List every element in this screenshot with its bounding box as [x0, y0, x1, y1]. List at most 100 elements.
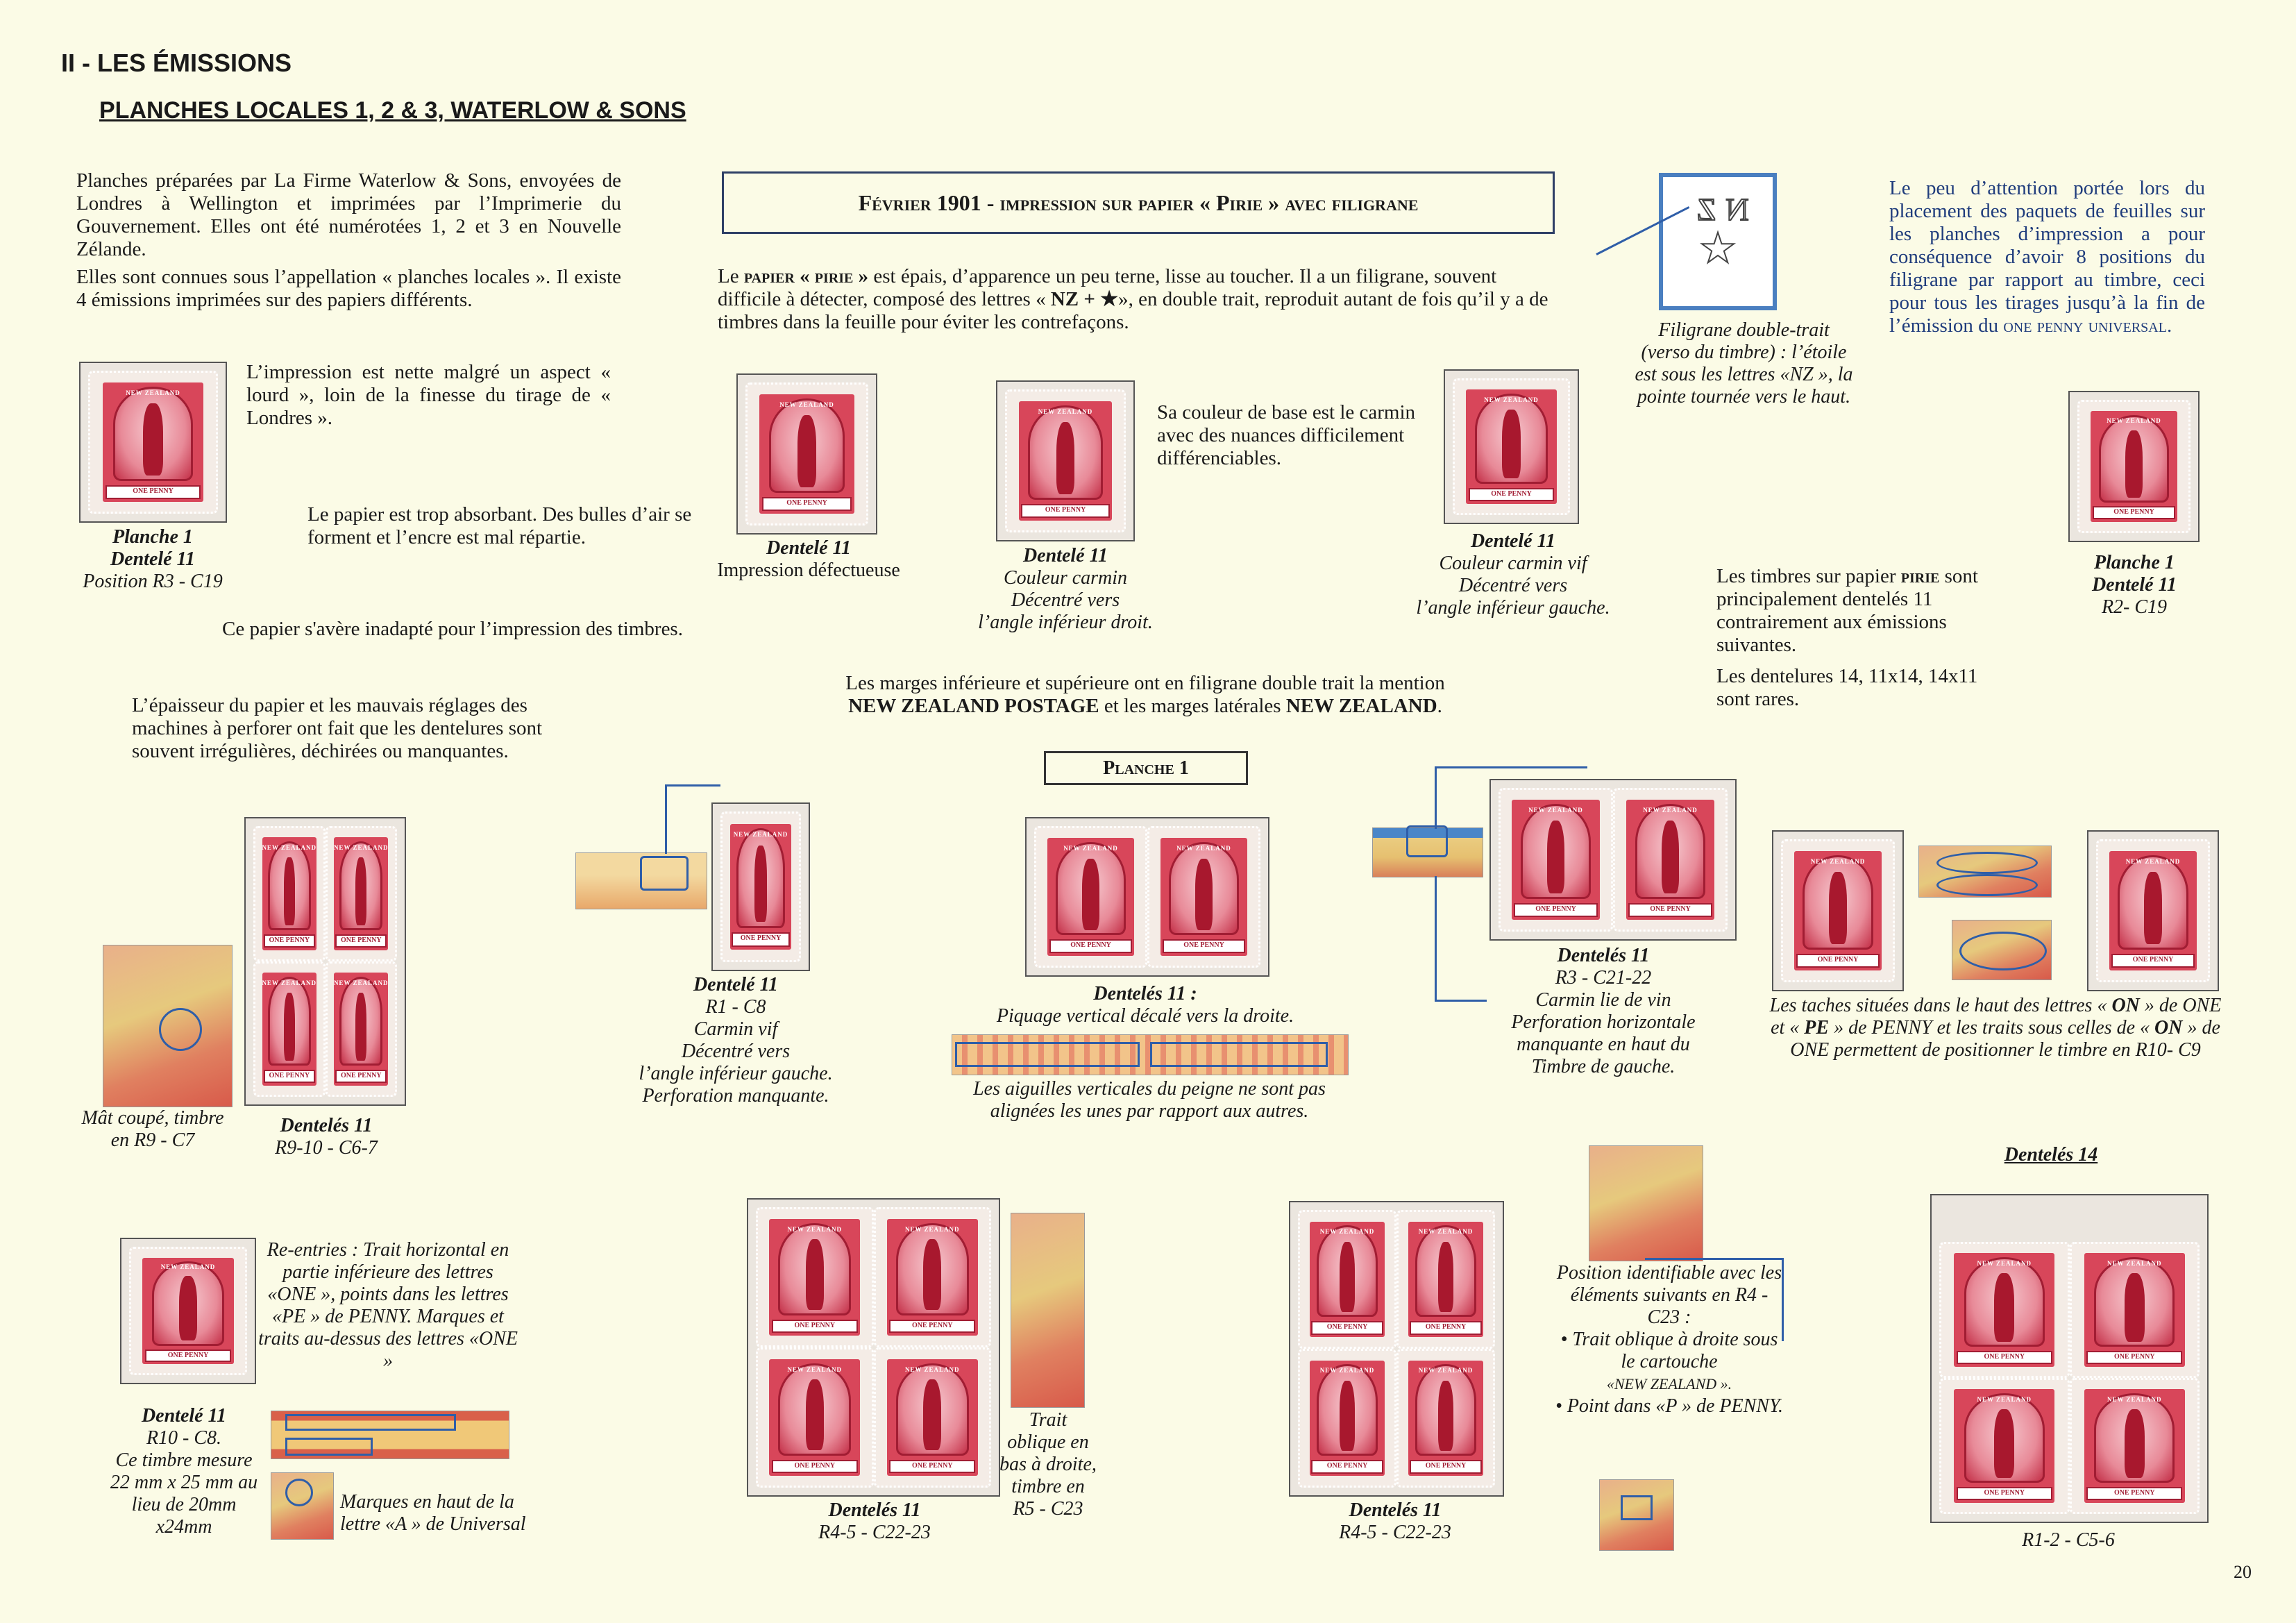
stamp-top-legend: NEW ZEALAND	[2107, 1395, 2162, 1403]
stamp-value-label: ONE PENNY	[761, 497, 852, 511]
stamp-value-label: ONE PENNY	[263, 934, 315, 948]
t: Les taches situées dans le haut des lett…	[1769, 995, 2112, 1016]
c: Décentré vers	[1011, 589, 1120, 611]
letter-a-detail	[271, 1472, 334, 1540]
point-p-detail	[1599, 1479, 1674, 1551]
t: .	[1437, 695, 1442, 717]
stamp-value-label: ONE PENNY	[1021, 504, 1110, 518]
stamp-value-label: ONE PENNY	[889, 1459, 976, 1474]
stamp-value-label: ONE PENNY	[2092, 506, 2176, 520]
impression-text: L’impression est nette malgré un aspect …	[246, 361, 611, 429]
stamp-value-label: ONE PENNY	[1956, 1350, 2052, 1364]
stamp: NEW ZEALAND ONE PENNY	[1939, 1242, 2070, 1378]
stamp-top-legend: NEW ZEALAND	[733, 831, 788, 839]
stamp-top-legend: NEW ZEALAND	[904, 1365, 960, 1373]
perf-text: Les timbres sur papier pirie sont princi…	[1716, 565, 1994, 657]
t: Les marges inférieure et supérieure ont …	[845, 672, 1445, 694]
stamp-top-legend: NEW ZEALAND	[126, 389, 180, 396]
stamp-top-legend: NEW ZEALAND	[1063, 844, 1118, 852]
connector	[665, 784, 720, 787]
page-number: 20	[2234, 1562, 2252, 1582]
section-title-box: Février 1901 - impression sur papier « P…	[722, 171, 1555, 234]
c: l’angle inférieur gauche.	[639, 1063, 833, 1084]
c: Perforation manquante.	[642, 1085, 829, 1107]
page-subtitle: PLANCHES LOCALES 1, 2 & 3, WATERLOW & SO…	[99, 97, 686, 124]
epaisseur-text: L’épaisseur du papier et les mauvais rég…	[132, 694, 543, 762]
stamp-value-label: ONE PENNY	[2086, 1486, 2183, 1500]
stamp-value-label: ONE PENNY	[1410, 1460, 1482, 1474]
t: est épais, d’apparence un peu terne, lis…	[718, 265, 1497, 310]
pe-detail	[1952, 920, 2052, 980]
c: Dentelé 11	[141, 1405, 227, 1427]
connector	[1435, 766, 1587, 768]
c: R2- C19	[2101, 596, 2168, 618]
t: Le peu d’attention portée lors du placem…	[1889, 177, 2205, 337]
c: • Trait oblique à droite sous le cartouc…	[1560, 1329, 1778, 1372]
stamp: NEW ZEALAND ONE PENNY	[1005, 389, 1126, 532]
stamp-value-label: ONE PENNY	[335, 1069, 387, 1083]
stamp-value-label: ONE PENNY	[144, 1349, 232, 1362]
stamp-value-label: ONE PENNY	[771, 1459, 858, 1474]
cartouche-detail	[1589, 1145, 1703, 1261]
blue-note: Le peu d’attention portée lors du placem…	[1889, 177, 2205, 337]
t: Le	[718, 265, 744, 287]
position-caption: Position identifiable avec les éléments …	[1555, 1262, 1784, 1418]
c: Dentelés 11	[1349, 1499, 1442, 1521]
page-title: II - LES ÉMISSIONS	[61, 49, 292, 77]
c: R3 - C21-22	[1555, 967, 1652, 989]
stamp-value-label: ONE PENNY	[335, 934, 387, 948]
mast-detail-image	[103, 945, 233, 1107]
c: Planche 1	[2094, 552, 2175, 573]
dentele-14-heading: Dentelés 14	[2004, 1144, 2098, 1166]
stamp-value-label: ONE PENNY	[1956, 1486, 2052, 1500]
c: Position R3 - C19	[83, 571, 223, 592]
stamp-top-legend: NEW ZEALAND	[1038, 408, 1093, 415]
caption-pair-1: Dentelés 11 :Piquage vertical décalé ver…	[958, 983, 1333, 1027]
t: et les marges latérales	[1099, 695, 1286, 717]
c: Dentelés 11	[1557, 945, 1650, 966]
c: Dentelé 11	[693, 974, 779, 995]
taches-caption: Les taches situées dans le haut des lett…	[1763, 995, 2228, 1061]
t: » de PENNY et les traits sous celles de …	[1829, 1017, 2155, 1038]
t: ON	[2111, 995, 2140, 1016]
c: Couleur carmin	[1003, 567, 1128, 589]
marques-a-caption: Marques en haut de la lettre «A » de Uni…	[340, 1491, 526, 1535]
t: NEW ZEALAND POSTAGE	[848, 695, 1099, 717]
intro-paragraph-2: Elles sont connues sous l’appellation « …	[76, 266, 621, 311]
stamp-top-legend: NEW ZEALAND	[1977, 1259, 2032, 1267]
c: Décentré vers	[681, 1041, 791, 1062]
stamp-top-legend: NEW ZEALAND	[1643, 807, 1698, 814]
stamp-top-legend: NEW ZEALAND	[2107, 1259, 2162, 1267]
reentries-caption: Re-entries : Trait horizontal en partie …	[258, 1239, 518, 1372]
stamp-top-legend: NEW ZEALAND	[2125, 858, 2181, 865]
connector	[1435, 766, 1437, 829]
stamp-top-legend: NEW ZEALAND	[1176, 844, 1231, 852]
t: NZ + ★	[1050, 288, 1119, 310]
c: Piquage vertical décalé vers la droite.	[996, 1005, 1294, 1027]
section-title: Février 1901 - impression sur papier « P…	[858, 190, 1419, 215]
c: Dentelé 11	[1022, 545, 1108, 566]
rares-text: Les dentelures 14, 11x14, 14x11 sont rar…	[1716, 665, 1978, 710]
stamp-value-label: ONE PENNY	[889, 1319, 976, 1334]
c: Dentelés 11	[280, 1115, 373, 1136]
